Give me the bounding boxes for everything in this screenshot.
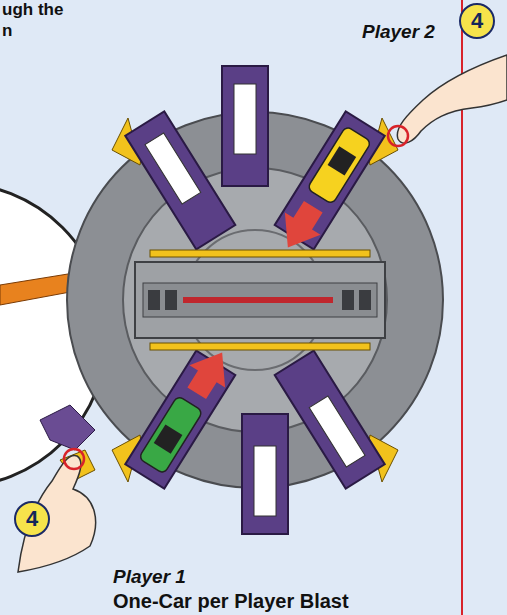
callout-number: 4 (471, 10, 483, 32)
player-label: Player 2 (362, 21, 435, 43)
player-label: Player 1 (113, 566, 186, 588)
callout-number: 4 (26, 508, 38, 530)
heading-fragment: n (2, 21, 12, 41)
caption: One-Car per Player Blast (113, 590, 349, 613)
heading-fragment: ugh the (2, 0, 63, 20)
callout-circle: 4 (459, 3, 495, 39)
callout-circle: 4 (14, 501, 50, 537)
